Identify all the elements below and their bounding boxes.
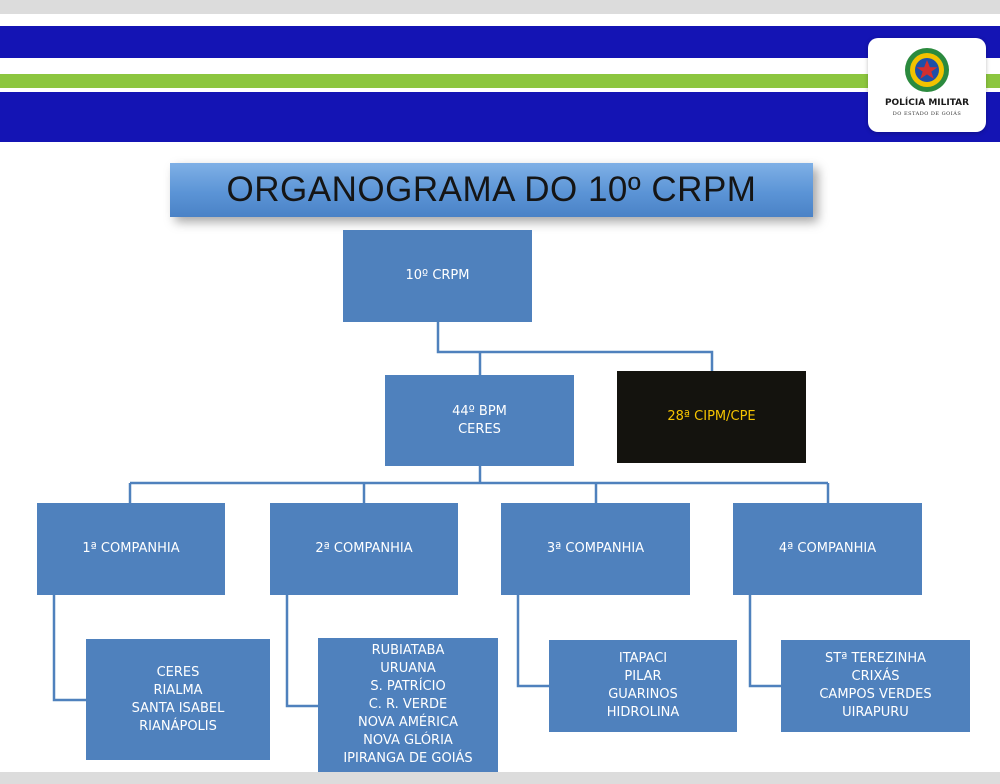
connector-root-down	[436, 322, 714, 371]
connector-cities-4	[748, 595, 781, 688]
city-name: S. PATRÍCIO	[370, 679, 446, 694]
battalion-label: 44º BPM	[452, 403, 507, 419]
city-name: HIDROLINA	[606, 705, 680, 720]
company-label: 1ª COMPANHIA	[82, 541, 180, 556]
battalion-city: CERES	[458, 421, 501, 437]
connector-cities-1	[52, 595, 86, 702]
header-blue-band-top	[0, 26, 1000, 58]
title-banner: ORGANOGRAMA DO 10º CRPM	[170, 163, 813, 217]
city-name: C. R. VERDE	[368, 697, 448, 712]
page-title: ORGANOGRAMA DO 10º CRPM	[226, 170, 757, 209]
city-name: ITAPACI	[618, 651, 668, 666]
logo-name: POLÍCIA MILITAR	[884, 98, 970, 108]
org-node-company-2: 2ª COMPANHIA	[270, 503, 458, 595]
header-blue-band-bottom	[0, 92, 1000, 142]
city-name: NOVA GLÓRIA	[363, 733, 453, 748]
logo-subtitle: DO ESTADO DE GOIÁS	[892, 111, 962, 117]
policia-militar-emblem-icon	[905, 48, 949, 92]
bottom-border	[0, 772, 1000, 784]
city-name: URUANA	[380, 661, 436, 676]
connector-cities-2	[285, 595, 318, 708]
company-label: 4ª COMPANHIA	[778, 541, 877, 556]
city-name: PILAR	[624, 669, 662, 684]
city-name: UIRAPURU	[842, 705, 909, 720]
city-name: STª TEREZINHA	[825, 651, 926, 666]
org-node-root: 10º CRPM	[343, 230, 532, 322]
connector-cities-3	[516, 595, 549, 688]
city-name: IPIRANGA DE GOIÁS	[343, 751, 473, 766]
city-list-company-4: STª TEREZINHA CRIXÁS CAMPOS VERDES UIRAP…	[781, 640, 970, 732]
city-name: CAMPOS VERDES	[819, 687, 932, 702]
org-node-company-1: 1ª COMPANHIA	[37, 503, 225, 595]
org-node-battalion: 44º BPM CERES	[385, 375, 574, 466]
header-green-band	[0, 74, 1000, 88]
city-name: SANTA ISABEL	[131, 700, 225, 716]
company-label: 2ª COMPANHIA	[315, 541, 413, 556]
independent-label: 28ª CIPM/CPE	[667, 409, 756, 424]
root-label: 10º CRPM	[405, 268, 470, 283]
city-name: RUBIATABA	[371, 643, 445, 658]
top-border	[0, 0, 1000, 14]
city-name: NOVA AMÉRICA	[358, 715, 458, 730]
city-name: RIALMA	[153, 682, 203, 698]
city-name: CERES	[156, 664, 200, 680]
org-node-company-3: 3ª COMPANHIA	[501, 503, 690, 595]
city-list-company-1: CERES RIALMA SANTA ISABEL RIANÁPOLIS	[86, 639, 270, 760]
city-name: RIANÁPOLIS	[139, 718, 217, 734]
city-name: CRIXÁS	[851, 669, 900, 684]
city-list-company-2: RUBIATABA URUANA S. PATRÍCIO C. R. VERDE…	[318, 638, 498, 772]
city-list-company-3: ITAPACI PILAR GUARINOS HIDROLINA	[549, 640, 737, 732]
city-name: GUARINOS	[608, 687, 678, 702]
pmgo-logo: POLÍCIA MILITAR DO ESTADO DE GOIÁS	[868, 38, 986, 132]
company-label: 3ª COMPANHIA	[546, 541, 645, 556]
org-node-company-4: 4ª COMPANHIA	[733, 503, 922, 595]
org-node-independent: 28ª CIPM/CPE	[617, 371, 806, 463]
